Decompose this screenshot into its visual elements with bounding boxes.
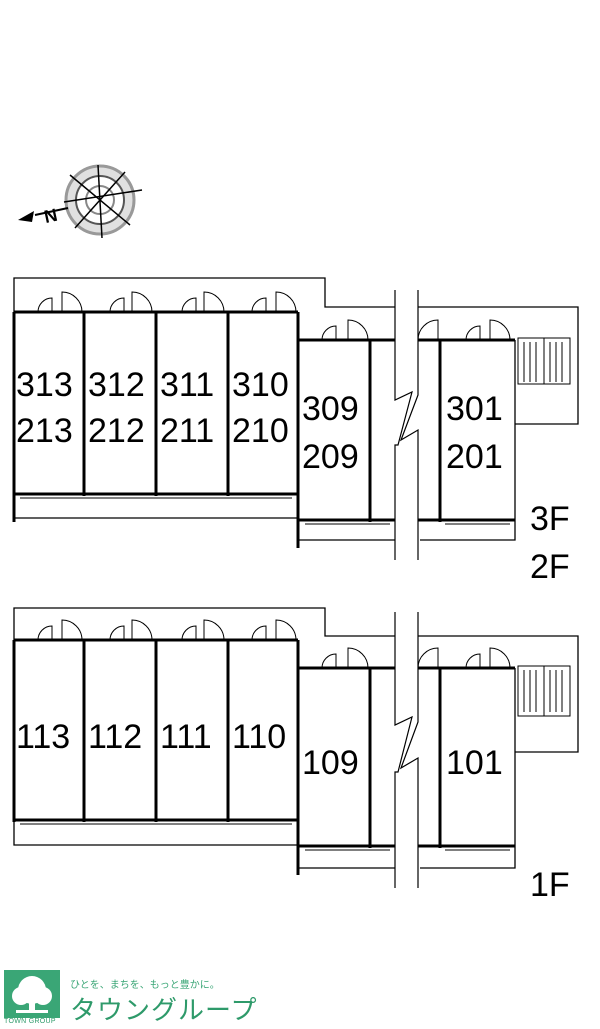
floor-label-1f: 1F — [530, 866, 570, 904]
logo-caption: TOWN GROUP — [4, 1018, 56, 1025]
unit-309: 309 — [302, 390, 359, 428]
unit-312: 312 — [88, 366, 145, 404]
footer: TOWN GROUP ひとを、まちを、もっと豊かに。 タウングループ — [0, 960, 600, 1029]
unit-212: 212 — [88, 412, 145, 450]
unit-112: 112 — [88, 718, 142, 756]
unit-210: 210 — [232, 412, 289, 450]
floor-plan: N — [12, 164, 579, 904]
break-line-icon — [394, 612, 419, 888]
unit-301: 301 — [446, 390, 503, 428]
unit-101: 101 — [446, 744, 503, 782]
brand-tagline: ひとを、まちを、もっと豊かに。 — [70, 980, 220, 991]
unit-313: 313 — [16, 366, 73, 404]
unit-311: 311 — [160, 366, 214, 404]
unit-110: 110 — [232, 718, 286, 756]
unit-213: 213 — [16, 412, 73, 450]
staircase-icon — [517, 665, 571, 717]
break-line-icon — [394, 290, 419, 560]
floor-label-2f: 2F — [530, 548, 570, 586]
tree-logo-icon — [4, 970, 60, 1018]
unit-113: 113 — [16, 718, 70, 756]
unit-211: 211 — [160, 412, 214, 450]
compass-icon — [18, 164, 143, 239]
staircase-icon — [517, 337, 571, 385]
north-label: N — [42, 205, 59, 227]
unit-310: 310 — [232, 366, 289, 404]
unit-109: 109 — [302, 744, 359, 782]
upper-floor-plan: 3F 2F 313 213 312 212 311 211 310 210 30… — [12, 277, 579, 586]
unit-201: 201 — [446, 438, 503, 476]
ground-floor-plan: 1F 113 112 111 110 109 101 — [12, 607, 579, 904]
unit-111: 111 — [160, 718, 212, 756]
floor-label-3f: 3F — [530, 500, 570, 538]
brand-name: タウングループ — [70, 996, 258, 1026]
unit-209: 209 — [302, 438, 359, 476]
north-arrow-icon — [18, 211, 34, 222]
